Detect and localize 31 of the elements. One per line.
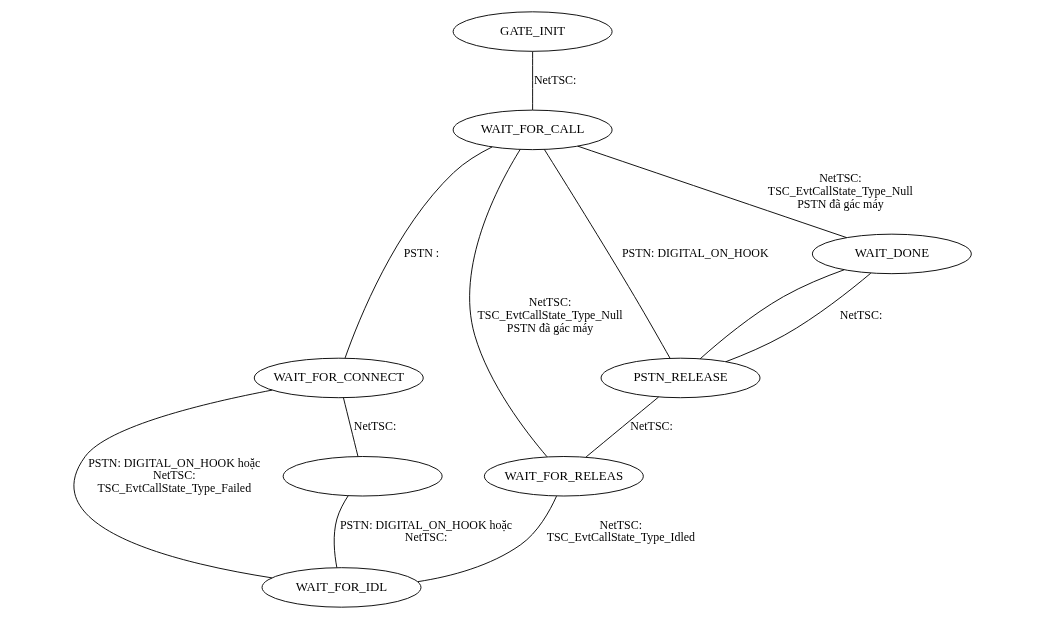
edge-label: NetTSC: [533, 72, 577, 87]
node-ellipse: WAIT_DONE [811, 233, 972, 275]
connector [532, 51, 534, 111]
connector [469, 148, 548, 458]
node-ellipse: WAIT_FOR_RELEAS [483, 456, 644, 497]
node-ellipse: WAIT_FOR_CALL [452, 109, 613, 151]
connector [73, 389, 273, 579]
edge-label: PSTN: DIGITAL_ON_HOOK hoặc NetTSC: TSC_EvtCallState_Type_Failed [88, 455, 261, 496]
connector [585, 396, 660, 458]
connector [417, 495, 557, 583]
node-ellipse: WAIT_FOR_CONNECT [253, 357, 424, 399]
connector [342, 397, 359, 457]
edge-label: NetTSC: [630, 419, 673, 434]
edge-label: NetTSC: TSC_EvtCallState_Type_Idled [546, 517, 695, 545]
connector [544, 149, 671, 359]
node-ellipse [282, 456, 443, 497]
connector [344, 146, 493, 359]
edge-label: NetTSC: TSC_EvtCallState_Type_Null PSTN đã gác máy [767, 171, 913, 211]
node-ellipse: GATE_INIT [452, 11, 613, 52]
edge-label: PSTN: DIGITAL_ON_HOOK [621, 246, 769, 261]
connector [577, 145, 848, 239]
edge-label: NetTSC: TSC_EvtCallState_Type_Null PSTN đã gác máy [477, 295, 623, 335]
connector [333, 495, 349, 568]
node-ellipse: WAIT_FOR_IDL [261, 567, 422, 608]
edge-label: NetTSC: [839, 308, 883, 323]
connector [725, 272, 872, 363]
node-ellipse: PSTN_RELEASE [600, 357, 761, 399]
edge-label: NetTSC: [353, 419, 397, 434]
edge-label: PSTN: DIGITAL_ON_HOOK hoặc NetTSC: [339, 517, 513, 545]
edge-label: PSTN : [403, 246, 440, 261]
connector [699, 269, 845, 360]
